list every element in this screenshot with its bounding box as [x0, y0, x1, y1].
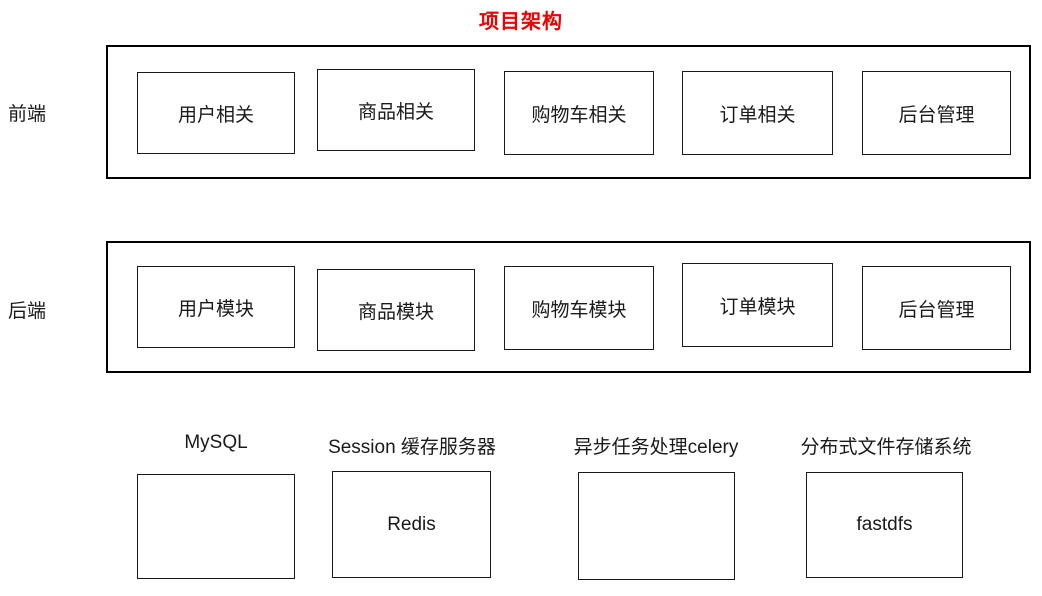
- frontend-node-admin[interactable]: 后台管理: [862, 71, 1011, 155]
- storage-box-mysql[interactable]: [137, 474, 295, 579]
- frontend-node-user[interactable]: 用户相关: [137, 72, 295, 154]
- storage-label-session-cache: Session 缓存服务器: [328, 437, 496, 458]
- backend-node-product[interactable]: 商品模块: [317, 269, 475, 351]
- storage-box-celery[interactable]: [578, 472, 735, 580]
- storage-box-redis[interactable]: Redis: [332, 471, 491, 578]
- frontend-node-product[interactable]: 商品相关: [317, 69, 475, 151]
- backend-node-admin[interactable]: 后台管理: [862, 266, 1011, 350]
- frontend-node-cart[interactable]: 购物车相关: [504, 71, 654, 155]
- storage-box-fastdfs[interactable]: fastdfs: [806, 472, 963, 578]
- tier-label-backend: 后端: [8, 301, 47, 322]
- backend-node-order[interactable]: 订单模块: [682, 263, 833, 347]
- backend-node-cart[interactable]: 购物车模块: [504, 266, 654, 350]
- backend-node-user[interactable]: 用户模块: [137, 266, 295, 348]
- storage-label-distributed-file-system: 分布式文件存储系统: [800, 437, 972, 458]
- tier-label-frontend: 前端: [8, 104, 47, 125]
- storage-label-async-task-celery: 异步任务处理celery: [573, 437, 739, 458]
- page-title: 项目架构: [479, 11, 563, 33]
- frontend-node-order[interactable]: 订单相关: [682, 71, 833, 155]
- storage-label-mysql: MySQL: [184, 432, 248, 453]
